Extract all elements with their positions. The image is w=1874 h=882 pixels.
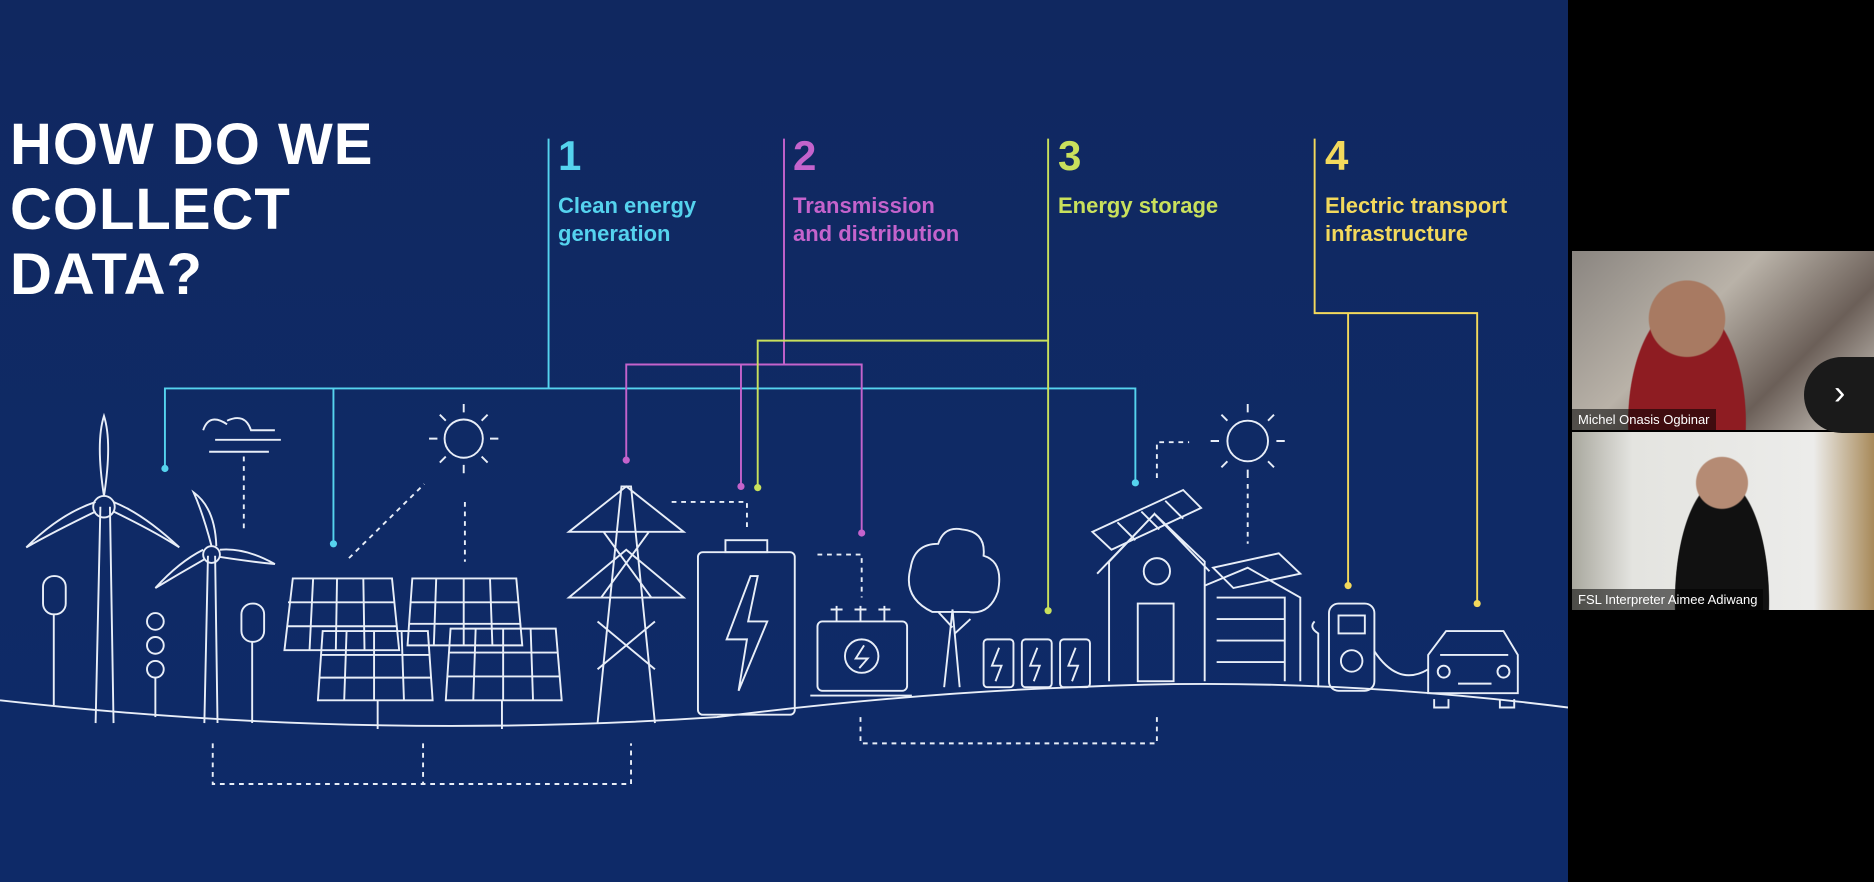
electric-car-icon [1427,630,1519,709]
category-label: and distribution [793,221,960,246]
tree-icon [907,527,1001,688]
sun-icon [429,403,499,474]
house-icon [1090,441,1303,683]
category-label: infrastructure [1325,221,1469,246]
participant-name: FSL Interpreter Aimee Adiwang [1572,589,1764,610]
category-energy-storage: 3 Energy storage [1058,132,1218,220]
category-transmission: 2 Transmission and distribution [793,132,959,248]
participants-panel: Michel Onasis Ogbinar FSL Interpreter Ai… [1568,0,1874,882]
slide-title: HOW DO WE COLLECT DATA? [10,112,373,307]
connector-transport [1313,138,1479,603]
connector-clean-energy [163,138,1137,544]
category-number: 4 [1325,132,1349,179]
category-transport: 4 Electric transport infrastructure [1325,132,1507,248]
title-line: HOW DO WE [10,112,374,177]
participant-video-tile[interactable]: FSL Interpreter Aimee Adiwang [1572,432,1874,610]
ev-charger-icon [1311,602,1429,692]
participant-name: Michel Onasis Ogbinar [1572,409,1716,430]
transformer-icon [810,605,912,697]
transmission-tower-icon [566,485,687,724]
category-number: 1 [558,132,582,179]
chevron-right-icon[interactable]: › [1804,357,1874,433]
solar-panel-icon [283,577,563,730]
category-number: 2 [793,132,817,179]
category-label: generation [558,221,671,246]
participant-video [1612,271,1762,430]
category-label: Energy storage [1058,193,1219,218]
ground-line [0,683,1568,727]
title-line: COLLECT [10,177,291,242]
connector-transmission [625,138,863,532]
category-clean-energy: 1 Clean energy generation [558,132,696,248]
wind-icon [202,417,281,453]
category-number: 3 [1058,132,1082,179]
energy-illustration [0,138,1568,785]
presentation-slide: HOW DO WE COLLECT DATA? [0,0,1568,882]
category-label: Clean energy [558,193,697,218]
connector-storage [756,138,1050,610]
wind-turbine-icon [25,412,276,724]
battery-icon [696,539,796,716]
connector-dots [161,456,1481,615]
participant-video [1662,447,1782,610]
category-label: Transmission [793,193,935,218]
title-line: DATA? [10,242,203,307]
sun-icon [1210,403,1285,479]
category-label: Electric transport [1325,193,1508,218]
small-battery-icon [982,638,1091,689]
